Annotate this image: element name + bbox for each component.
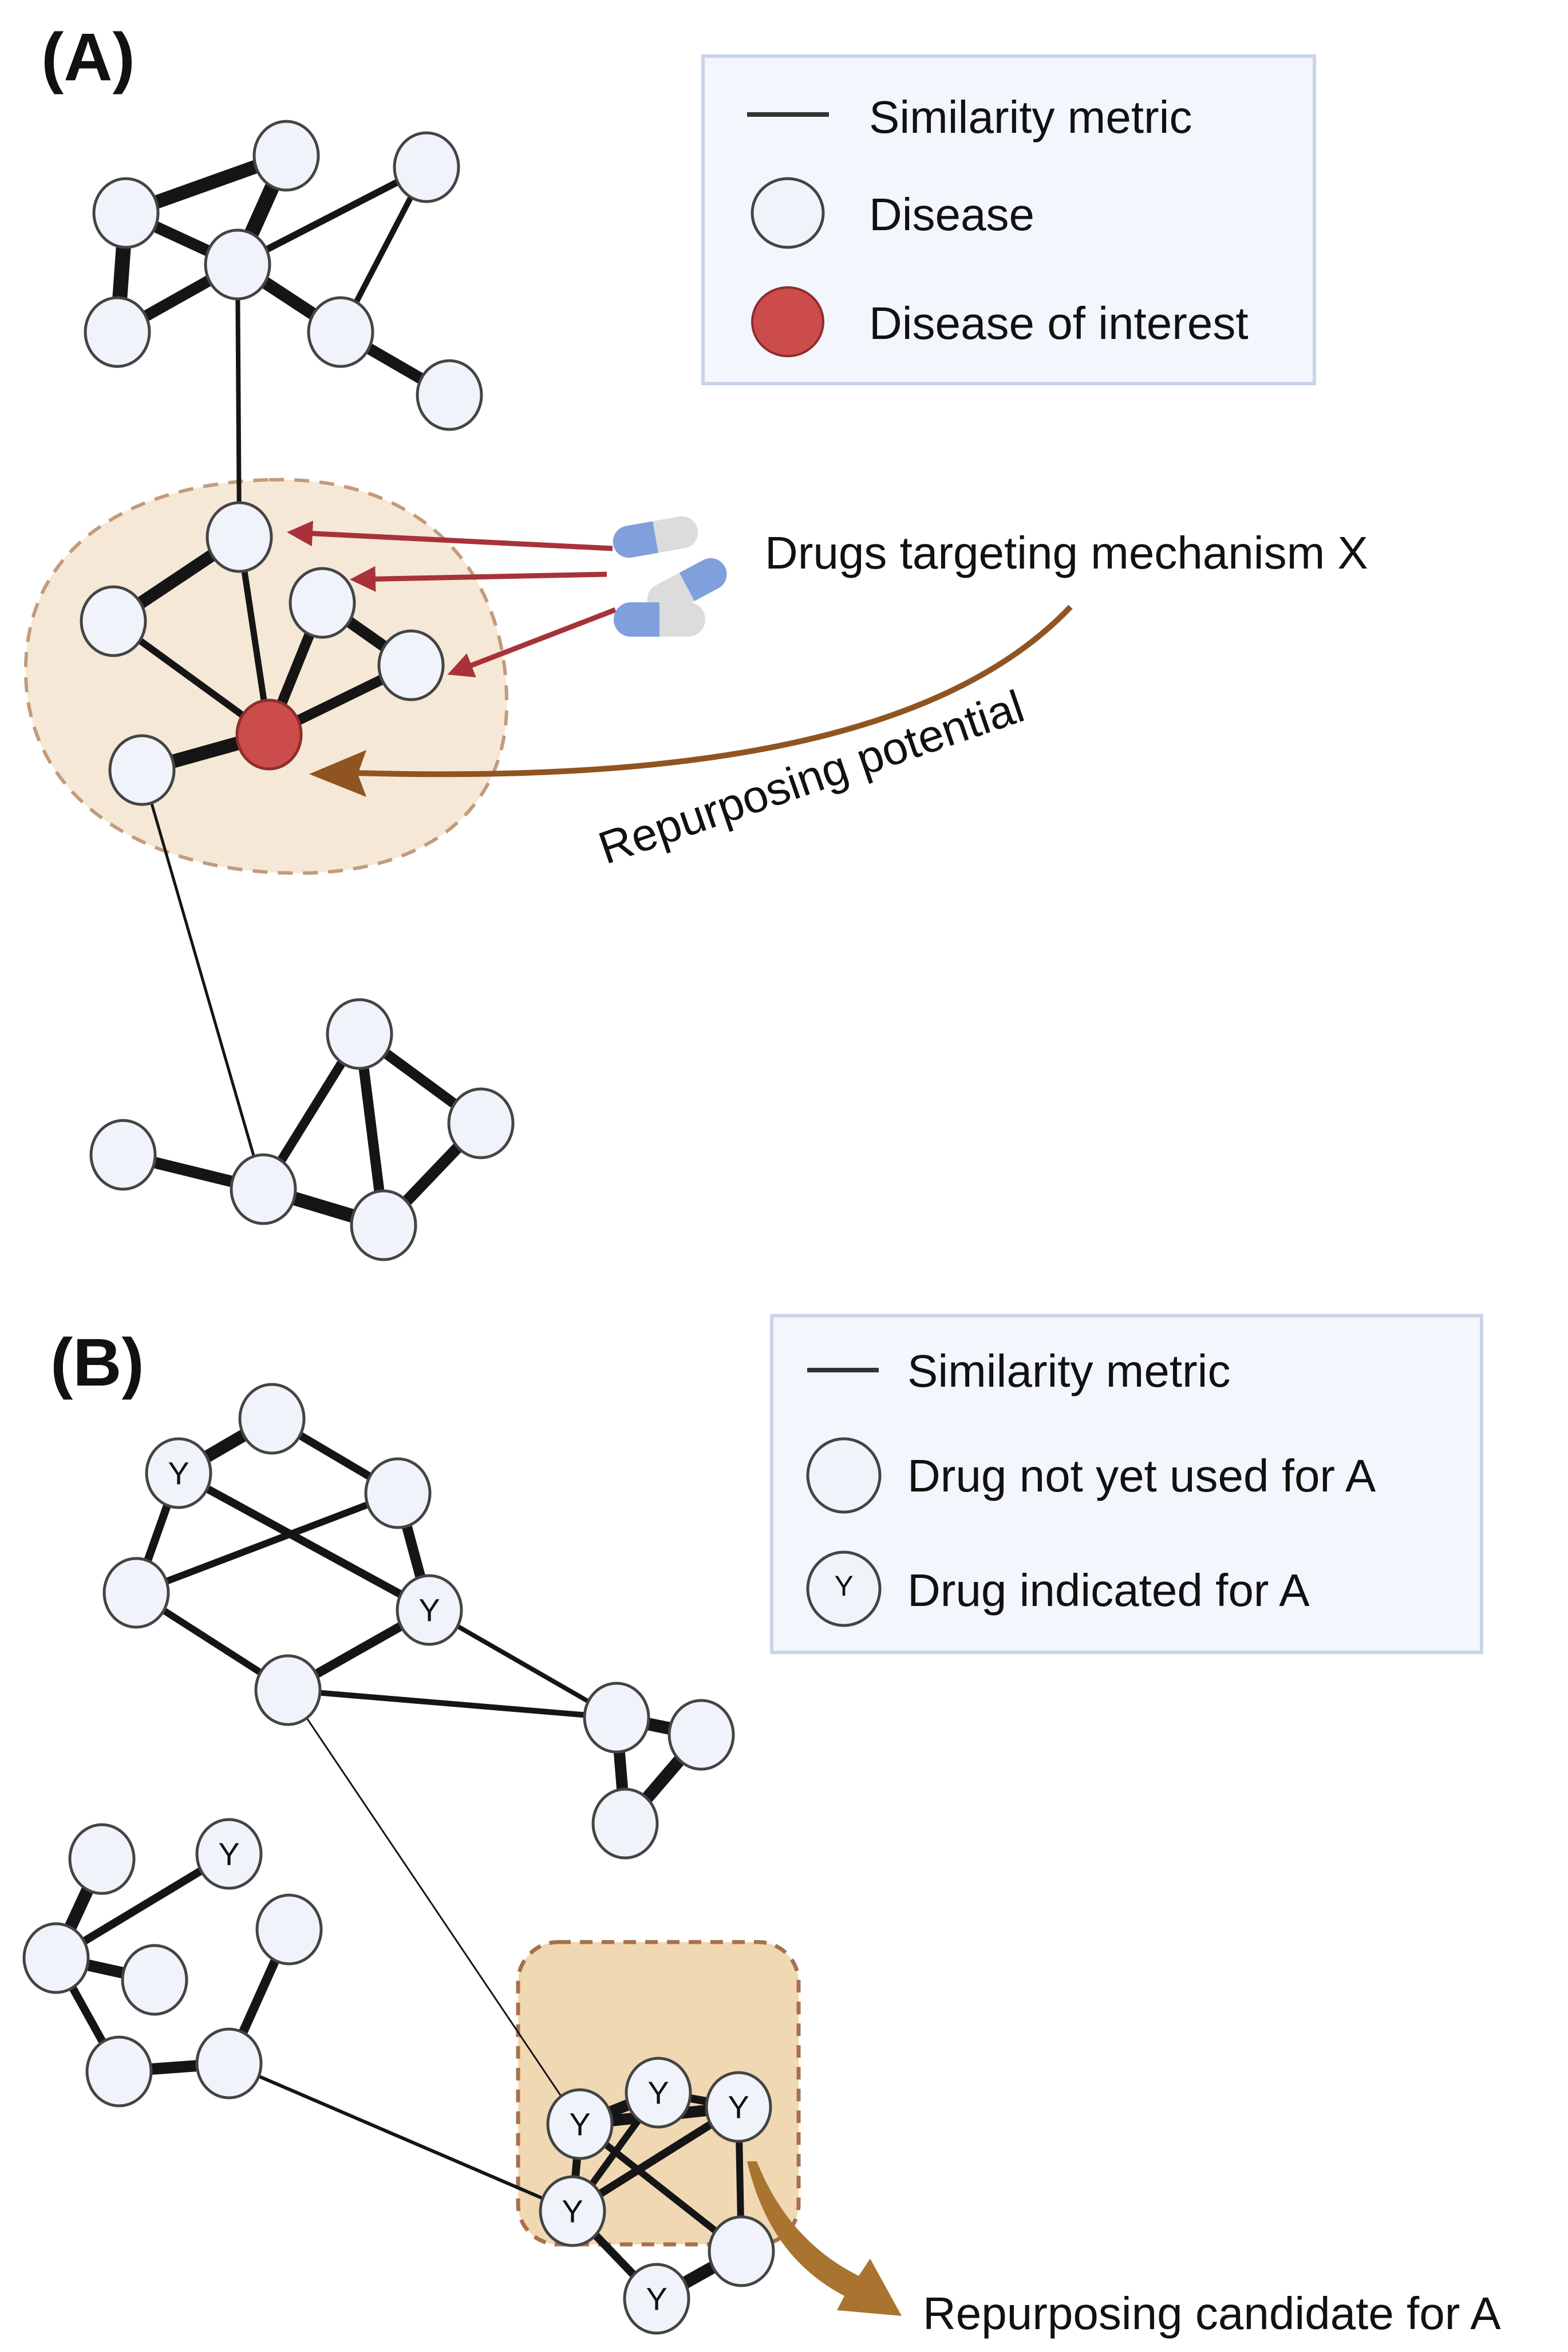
candidate-label: Repurposing candidate for A <box>923 2288 1501 2339</box>
edges-b <box>50 1413 745 2304</box>
legend-a-item-similarity: Similarity metric <box>869 92 1192 143</box>
drug-indicated-mark: Y <box>728 2089 749 2125</box>
disease-node <box>108 734 176 806</box>
panel-b-label: (B) <box>50 1325 144 1400</box>
drug-node <box>102 1557 170 1629</box>
drug-arrow-3 <box>447 607 617 678</box>
disease-of-interest-node <box>235 699 303 771</box>
legend-b-item-not-yet-used: Drug not yet used for A <box>907 1450 1376 1501</box>
drug-indicated-node <box>625 2057 692 2129</box>
drug-node <box>238 1383 306 1455</box>
repurposing-arrow <box>354 605 1073 778</box>
legend-b-box <box>770 1314 1483 1654</box>
drug-indicated-node <box>145 1437 212 1509</box>
nodes-b: Y Y Y Y Y Y Y Y <box>22 1383 775 2335</box>
drug-node <box>668 1699 735 1771</box>
drug-arrow-1 <box>287 520 613 551</box>
pill-icons <box>613 516 727 637</box>
drug-indicated-mark: Y <box>647 2075 669 2111</box>
pill-icon <box>647 558 727 616</box>
drug-node <box>22 1922 90 1994</box>
drug-indicated-mark: Y <box>218 1836 239 1872</box>
disease-node <box>447 1087 515 1159</box>
disease-edge <box>140 769 265 1190</box>
panel-a: (A) Similarity metric Disease Disease of… <box>23 19 1368 1261</box>
legend-b-item-similarity: Similarity metric <box>907 1345 1230 1396</box>
disease-node <box>230 1153 297 1225</box>
disease-of-interest-node-icon <box>751 286 824 357</box>
candidate-arrow <box>747 2161 902 2316</box>
disease-node <box>393 131 460 203</box>
disease-node <box>204 228 271 301</box>
panel-a-label: (A) <box>41 19 135 95</box>
disease-edge <box>235 264 242 538</box>
disease-node <box>377 629 445 701</box>
legend-b: Similarity metric Drug not yet used for … <box>770 1314 1483 1654</box>
drug-indicated-mark: Y <box>646 2281 667 2317</box>
drug-indicated-node <box>396 1574 463 1646</box>
legend-a-item-disease-of-interest: Disease of interest <box>869 298 1249 349</box>
drug-indicated-node <box>623 2263 690 2335</box>
disease-node <box>80 585 147 657</box>
drug-indicated-mark: Y <box>569 2106 590 2142</box>
drug-node <box>583 1682 650 1754</box>
disease-node <box>92 177 160 249</box>
drug-arrows <box>287 520 617 678</box>
drug-edge <box>287 1687 617 1720</box>
drug-indicated-mark: Y <box>834 1570 853 1602</box>
drug-node <box>254 1654 322 1726</box>
drug-node <box>121 1944 188 2016</box>
drug-node <box>85 2035 153 2108</box>
disease-node <box>350 1189 417 1261</box>
drug-node <box>591 1787 659 1860</box>
drug-edge <box>428 1608 618 1720</box>
drug-node <box>68 1823 136 1895</box>
drug-indicated-node <box>546 2088 614 2160</box>
drug-edge <box>228 2062 574 2213</box>
disease-node <box>307 296 374 368</box>
disease-node <box>289 567 356 639</box>
pill-icon <box>614 602 705 637</box>
drug-node <box>195 2027 263 2100</box>
repurposing-arrowhead <box>309 750 366 797</box>
disease-node-icon <box>751 177 825 249</box>
drug-edge <box>287 1690 581 2125</box>
disease-node <box>206 501 273 573</box>
nodes-a <box>80 120 515 1261</box>
drug-arrow-2 <box>350 566 607 592</box>
disease-node <box>84 296 151 368</box>
drug-node <box>364 1457 432 1529</box>
drugs-label: Drugs targeting mechanism X <box>765 527 1368 578</box>
drug-indicated-mark: Y <box>562 2193 583 2229</box>
disease-node <box>416 359 483 431</box>
disease-edge <box>236 164 428 268</box>
legend-a-item-disease: Disease <box>869 189 1034 240</box>
legend-a: Similarity metric Disease Disease of int… <box>701 54 1316 385</box>
drug-indicated-node <box>705 2071 772 2143</box>
drug-indicated-node-icon <box>806 1550 882 1627</box>
drug-node <box>708 2215 775 2287</box>
drug-node <box>255 1893 323 1966</box>
disease-node <box>89 1119 157 1191</box>
disease-node <box>326 998 393 1070</box>
drug-edge <box>176 1469 432 1614</box>
drug-indicated-node <box>539 2175 606 2247</box>
disease-node <box>252 120 320 192</box>
pill-icon <box>613 516 698 558</box>
panel-b: (B) Similarity metric Drug not yet used … <box>22 1314 1501 2339</box>
drug-indicated-mark: Y <box>168 1455 189 1491</box>
legend-b-item-indicated: Drug indicated for A <box>907 1565 1310 1616</box>
drug-indicated-node <box>195 1818 263 1890</box>
repurposing-label: Repurposing potential <box>593 681 1030 874</box>
drug-node-icon <box>806 1437 882 1514</box>
drug-indicated-mark: Y <box>418 1592 440 1628</box>
drug-edge <box>135 1490 400 1596</box>
